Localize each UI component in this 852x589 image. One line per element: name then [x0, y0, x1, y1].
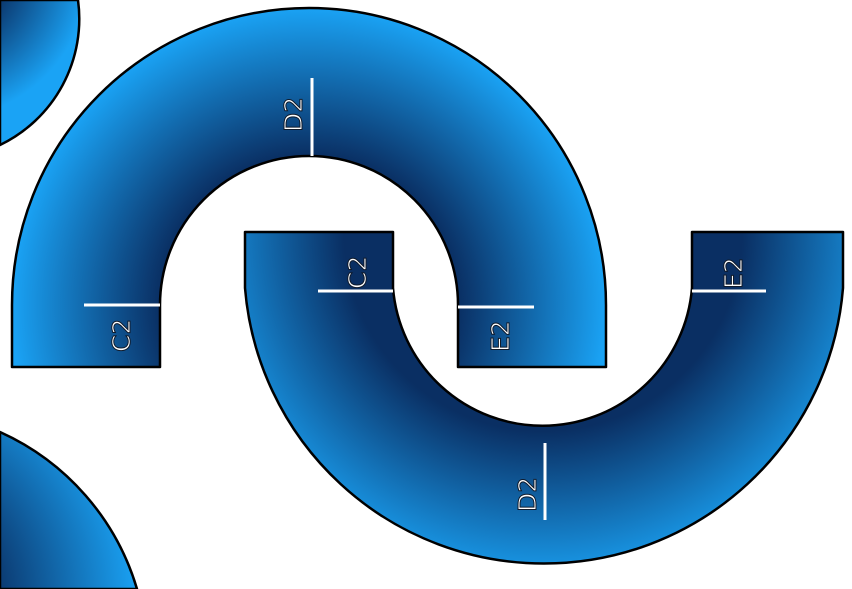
label-e2-upper: E2 [486, 320, 515, 352]
label-c2-upper: C2 [107, 319, 136, 352]
partial-pipe-piece-top-left[interactable] [0, 0, 81, 147]
partial-pipe-piece-bottom-left[interactable] [0, 430, 139, 589]
pipe-piece-lower-arch[interactable]: C2 D2 E2 [243, 230, 845, 565]
label-e2-lower: E2 [719, 257, 748, 289]
label-c2-lower: C2 [343, 256, 372, 289]
label-d2-lower: D2 [513, 477, 542, 512]
label-d2-upper: D2 [279, 97, 308, 132]
pipe-piece-upper-arch[interactable]: C2 D2 E2 [10, 6, 608, 369]
